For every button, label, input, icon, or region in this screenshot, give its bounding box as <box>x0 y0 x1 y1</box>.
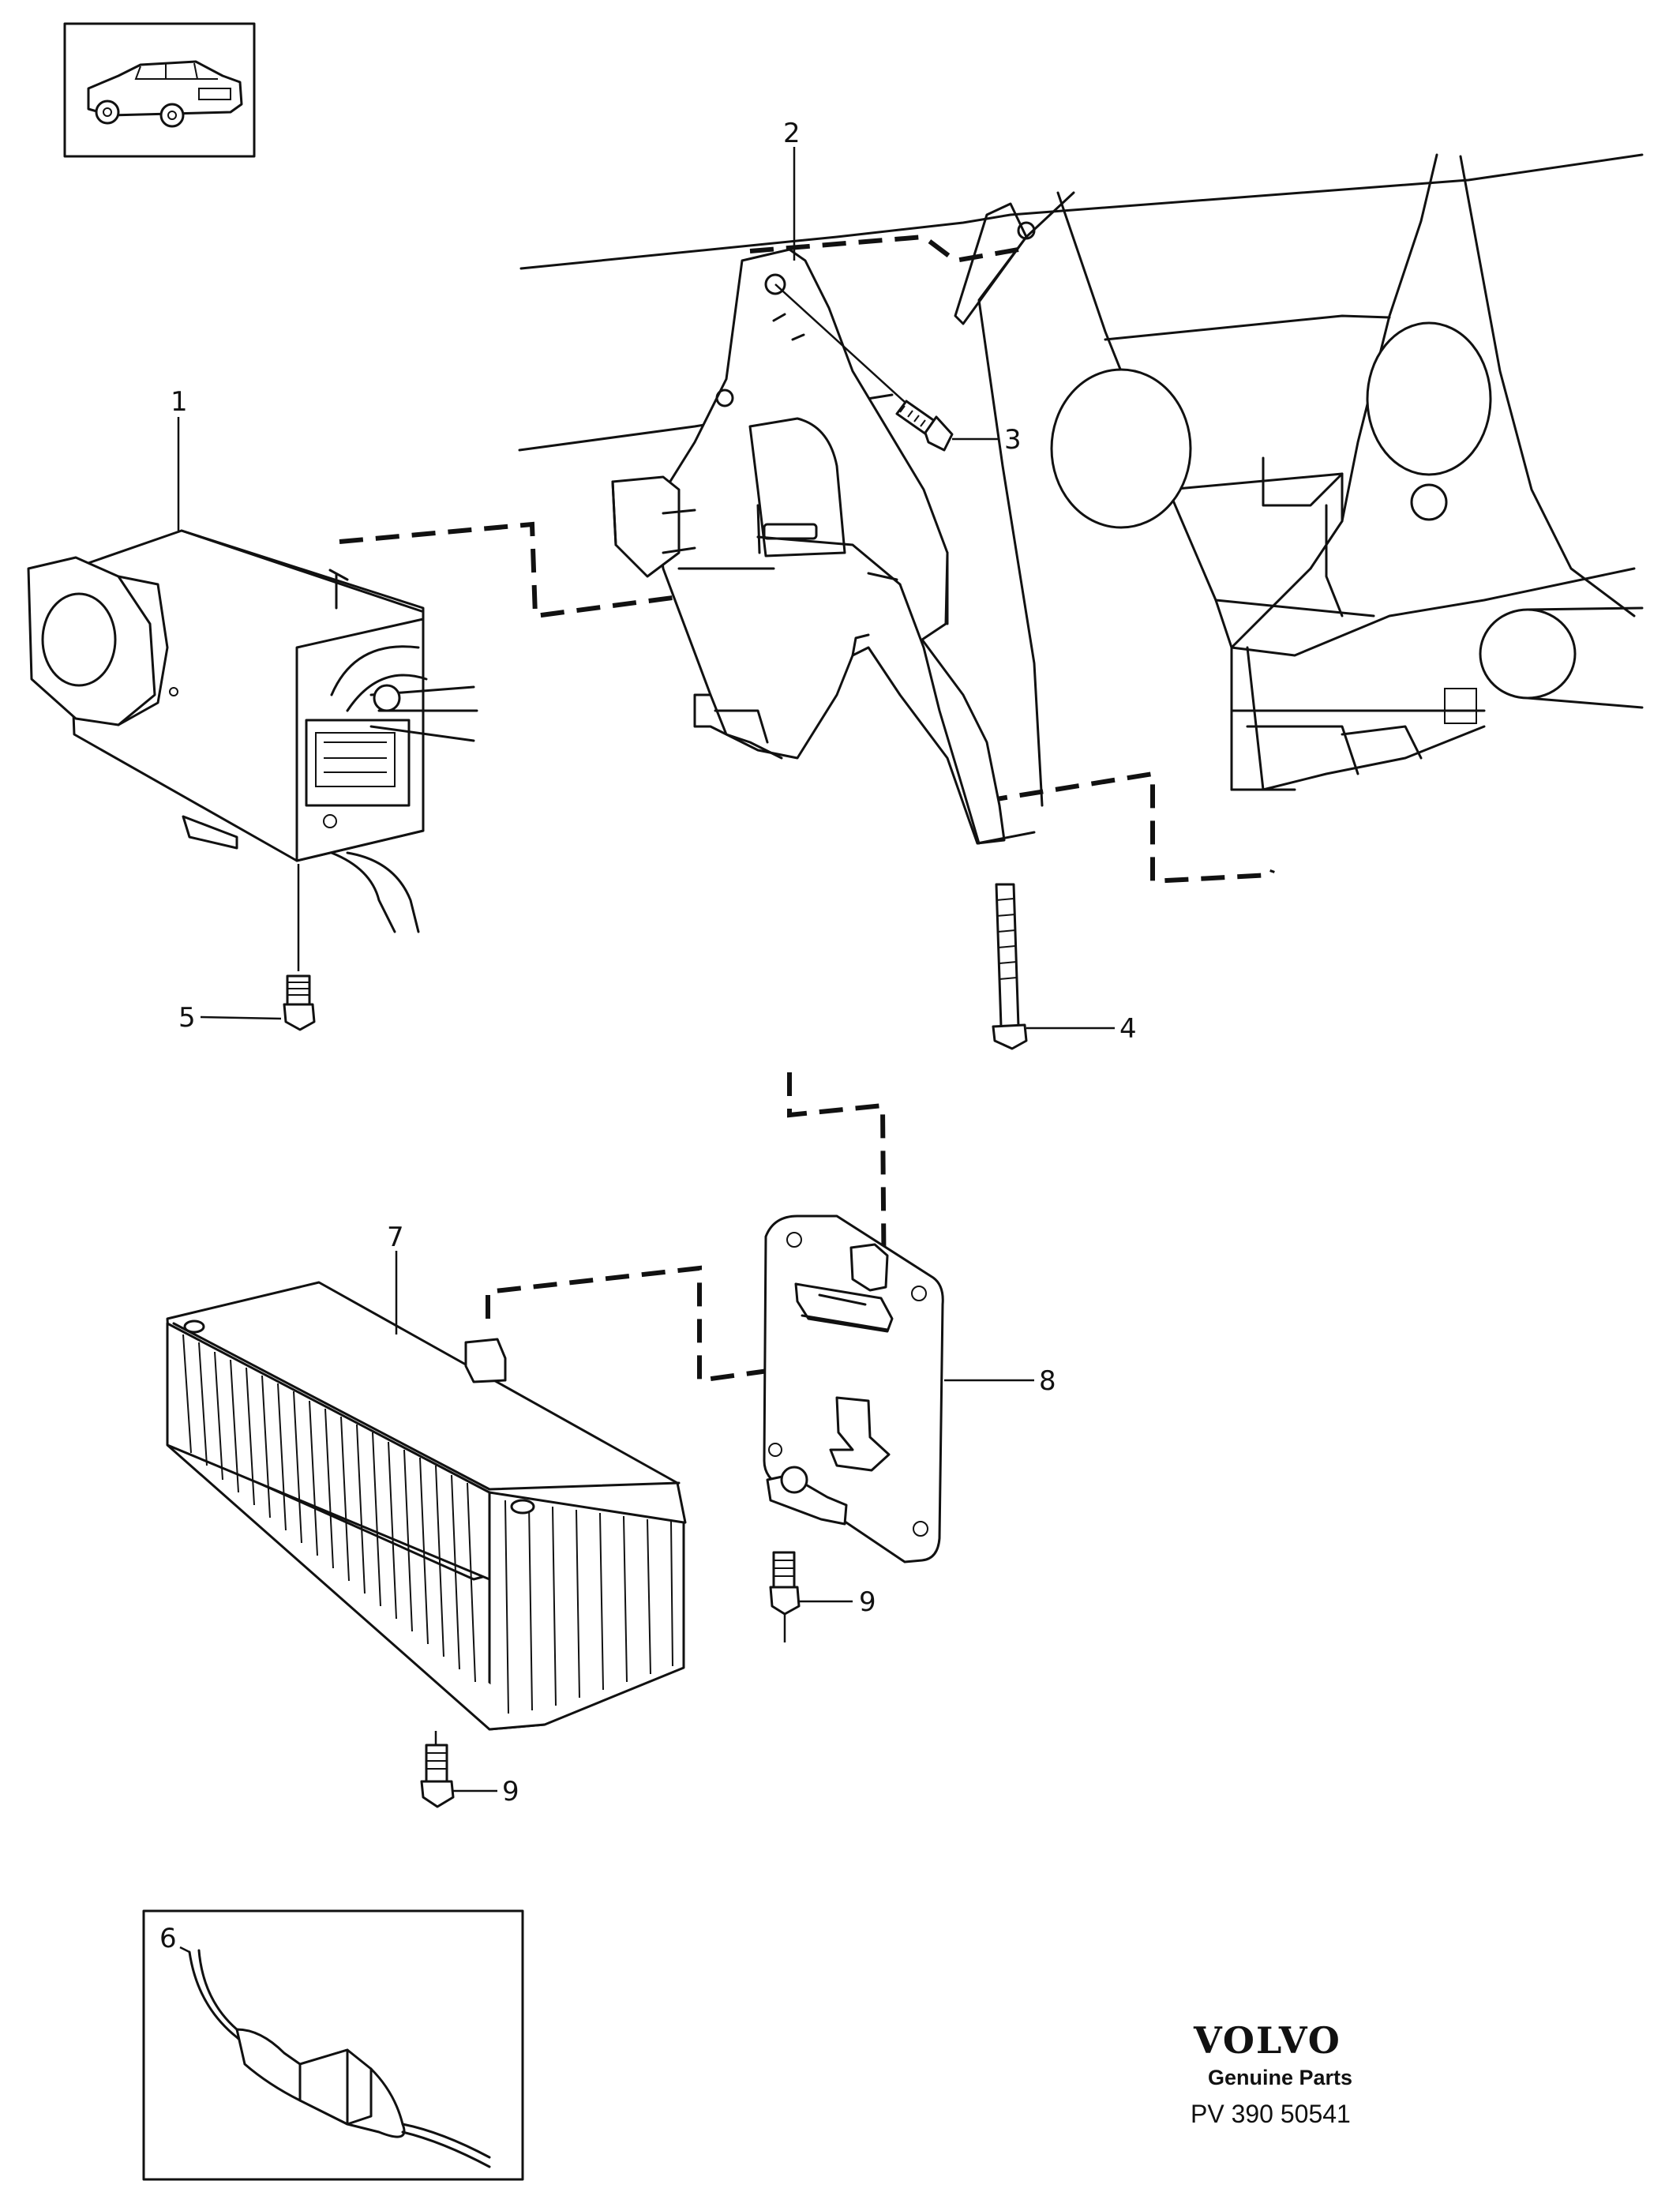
screw-3: 3 <box>774 283 1022 456</box>
fuse-holder-inset: 6 <box>142 1909 524 2181</box>
callout-6: 6 <box>159 1923 177 1954</box>
callout-7: 7 <box>387 1222 404 1253</box>
callout-4: 4 <box>1119 1013 1137 1045</box>
callout-3: 3 <box>1004 424 1022 456</box>
callout-8: 8 <box>1039 1365 1056 1397</box>
mounting-plate: 8 <box>763 1214 1056 1563</box>
callout-9-lower: 9 <box>502 1776 519 1807</box>
floor-panel-body <box>518 153 1644 807</box>
screw-9-heatsink: 9 <box>420 1731 519 1808</box>
callout-5: 5 <box>178 1002 196 1034</box>
diagram-code: PV 390 50541 <box>1191 2100 1351 2128</box>
control-unit: 1 <box>27 386 478 933</box>
vehicle-thumbnail <box>63 22 256 158</box>
callout-9-upper: 9 <box>859 1586 876 1618</box>
mounting-bracket <box>611 248 1036 845</box>
brand-logo: VOLVO <box>1193 2019 1341 2062</box>
screw-5: 5 <box>178 864 316 1034</box>
brand-subtitle: Genuine Parts <box>1208 2066 1352 2089</box>
brand-footer: VOLVO Genuine Parts PV 390 50541 <box>1191 2019 1352 2128</box>
screw-9-plate: 9 <box>769 1551 876 1642</box>
callout-1: 1 <box>171 386 188 418</box>
bolt-4: 4 <box>992 883 1137 1050</box>
sedan-car-icon <box>87 60 243 128</box>
heatsink-unit: 7 <box>166 1222 687 1731</box>
callout-2: 2 <box>783 118 801 149</box>
